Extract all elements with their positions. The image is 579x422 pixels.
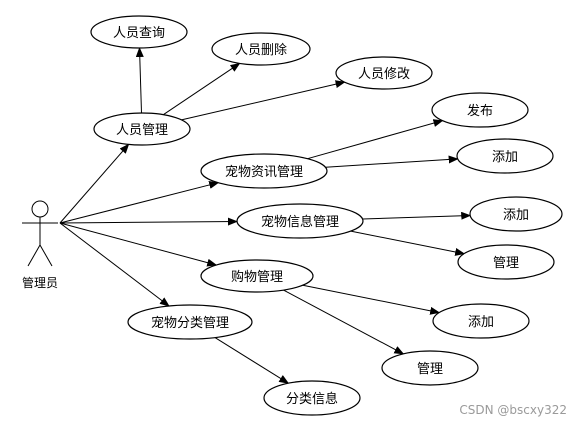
actor-label: 管理员 [22, 275, 58, 290]
arrow-line [307, 119, 444, 160]
arrow-line [59, 222, 218, 267]
use-case-label: 添加 [492, 150, 518, 165]
edge-ry-gl-to-ry-cx [135, 47, 144, 114]
use-case-fl-xx: 分类信息 [263, 380, 361, 416]
arrow-line [59, 217, 238, 226]
use-case-label: 宠物资讯管理 [225, 164, 303, 180]
use-case-ellipse [432, 303, 530, 339]
edge-xx-gl-to-gl1 [350, 230, 466, 256]
use-case-label: 管理 [493, 256, 519, 271]
edge-gw-gl-to-gl2 [283, 289, 405, 355]
edge-fl-gl-to-fl-xx [214, 337, 290, 384]
use-case-xx-gl: 宠物信息管理 [236, 203, 364, 239]
use-case-tj3: 添加 [432, 303, 530, 339]
use-case-nodes: 人员查询人员删除人员修改人员管理发布宠物资讯管理添加宠物信息管理添加管理购物管理… [90, 15, 563, 416]
edge-zx-gl-to-tj1 [325, 155, 459, 168]
arrow-line [59, 181, 220, 224]
use-case-label: 人员删除 [235, 43, 287, 58]
use-case-fb: 发布 [431, 92, 529, 128]
use-case-tj2: 添加 [469, 196, 563, 232]
edge-actor-to-fl-gl [59, 222, 170, 307]
use-case-ellipse [211, 32, 311, 66]
use-case-label: 购物管理 [231, 269, 283, 285]
use-case-ellipse [456, 138, 554, 174]
use-case-ellipse [457, 244, 555, 280]
arrow-line [135, 47, 144, 114]
use-case-label: 管理 [417, 362, 443, 377]
arrow-line [181, 80, 346, 121]
use-case-ellipse [236, 203, 364, 239]
use-case-ry-xg: 人员修改 [335, 56, 433, 90]
use-case-ellipse [263, 380, 361, 416]
arrow-line [302, 284, 441, 315]
actor-figure: 管理员 [22, 200, 58, 290]
arrow-line [362, 211, 472, 220]
use-case-label: 发布 [467, 103, 493, 119]
use-case-zx-gl: 宠物资讯管理 [200, 153, 328, 189]
use-case-label: 分类信息 [286, 391, 338, 407]
actor-head [31, 200, 49, 218]
edges [59, 47, 472, 384]
use-case-label: 人员修改 [358, 67, 410, 82]
use-case-gw-gl: 购物管理 [200, 259, 314, 293]
edge-actor-to-gw-gl [59, 222, 218, 267]
arrow-line [350, 230, 466, 256]
use-case-ellipse [469, 196, 563, 232]
edge-zx-gl-to-fb [307, 119, 444, 160]
use-case-gl1: 管理 [457, 244, 555, 280]
use-case-ellipse [90, 15, 188, 49]
edge-ry-gl-to-ry-sc [163, 62, 241, 116]
arrow-line [283, 289, 405, 355]
use-case-label: 人员管理 [116, 123, 168, 138]
arrow-line [163, 62, 241, 116]
use-case-ellipse [381, 350, 479, 386]
arrow-line [59, 222, 170, 307]
actor-left-leg [27, 244, 41, 267]
edge-xx-gl-to-tj2 [362, 211, 472, 220]
actor-right-leg [39, 244, 53, 267]
edge-gw-gl-to-tj3 [302, 284, 441, 315]
arrow-line [214, 337, 290, 384]
use-case-gl2: 管理 [381, 350, 479, 386]
use-case-ellipse [93, 112, 191, 146]
use-case-ellipse [200, 259, 314, 293]
use-case-label: 人员查询 [113, 26, 165, 41]
use-case-label: 宠物分类管理 [151, 315, 229, 331]
use-case-label: 添加 [503, 208, 529, 223]
watermark: CSDN @bscxy322 [459, 403, 567, 417]
edge-actor-to-zx-gl [59, 181, 220, 224]
edge-actor-to-ry-gl [59, 143, 130, 224]
use-case-ellipse [127, 304, 253, 340]
use-case-ellipse [335, 56, 433, 90]
use-case-ry-sc: 人员删除 [211, 32, 311, 66]
arrow-line [59, 143, 130, 224]
use-case-ry-cx: 人员查询 [90, 15, 188, 49]
use-case-label: 宠物信息管理 [261, 214, 339, 230]
use-case-label: 添加 [468, 315, 494, 330]
use-case-ellipse [200, 153, 328, 189]
arrow-line [325, 155, 459, 168]
use-case-fl-gl: 宠物分类管理 [127, 304, 253, 340]
edge-ry-gl-to-ry-xg [181, 80, 346, 121]
use-case-ellipse [431, 92, 529, 128]
use-case-tj1: 添加 [456, 138, 554, 174]
use-case-ry-gl: 人员管理 [93, 112, 191, 146]
edge-actor-to-xx-gl [59, 217, 238, 226]
